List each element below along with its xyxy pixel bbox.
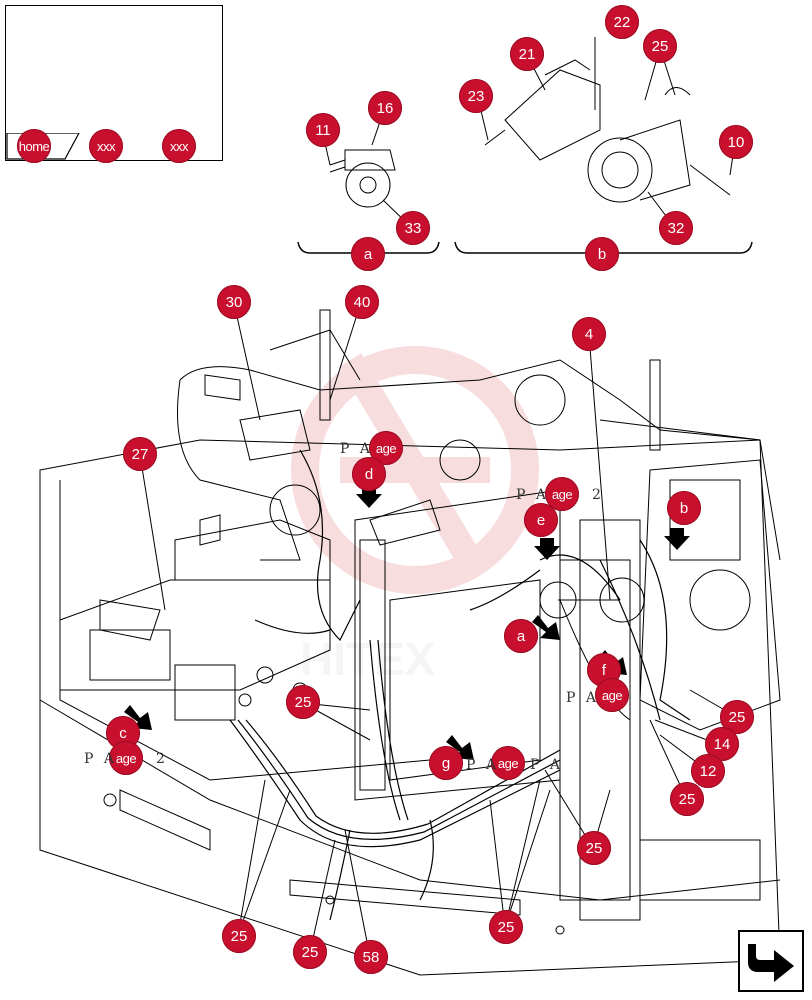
part-callout-22[interactable]: 22 xyxy=(605,5,639,39)
part-callout-25-top[interactable]: 25 xyxy=(643,29,677,63)
arrow-a-icon xyxy=(532,615,560,640)
receiver-drier xyxy=(204,374,311,461)
xxx-button-2[interactable]: xxx xyxy=(162,129,196,163)
view-label-b[interactable]: b xyxy=(667,491,701,525)
part-callout-58[interactable]: 58 xyxy=(354,940,388,974)
part-callout-14[interactable]: 14 xyxy=(705,727,739,761)
compressor-detail xyxy=(484,50,731,203)
xxx-button-1[interactable]: xxx xyxy=(89,129,123,163)
part-callout-30[interactable]: 30 xyxy=(217,285,251,319)
condenser-radiator xyxy=(354,489,641,921)
part-callout-23[interactable]: 23 xyxy=(459,79,493,113)
upper-frame xyxy=(177,309,781,561)
watermark-text: HITEX xyxy=(300,633,436,685)
idler-pulley-detail xyxy=(329,149,396,208)
refrigerant-hoses xyxy=(229,449,691,921)
page-link-c[interactable]: age xyxy=(109,741,143,775)
hvac-unit xyxy=(59,514,331,721)
arrow-g-icon xyxy=(446,735,474,760)
home-button[interactable]: home xyxy=(17,129,51,163)
page-ref-c: P A xyxy=(84,751,117,767)
part-callout-25-bottom-3[interactable]: 25 xyxy=(489,910,523,944)
part-callout-33[interactable]: 33 xyxy=(396,211,430,245)
part-callout-10[interactable]: 10 xyxy=(719,125,753,159)
page-ref-e-number: 2 xyxy=(592,487,604,503)
page-link-e[interactable]: age xyxy=(545,477,579,511)
page-ref-g-2: P A xyxy=(530,757,563,773)
page-link-f[interactable]: age xyxy=(595,678,629,712)
part-callout-11[interactable]: 11 xyxy=(306,113,340,147)
view-label-e[interactable]: e xyxy=(524,503,558,537)
view-label-d[interactable]: d xyxy=(352,457,386,491)
page-ref-d: P A xyxy=(340,441,373,457)
part-callout-27[interactable]: 27 xyxy=(123,437,157,471)
arrow-e-icon xyxy=(534,538,560,560)
arrow-d-icon xyxy=(356,486,382,508)
part-callout-32[interactable]: 32 xyxy=(659,211,693,245)
detail-label-a[interactable]: a xyxy=(351,237,385,271)
watermark-logo: HITEX xyxy=(291,346,539,685)
part-callout-16[interactable]: 16 xyxy=(368,91,402,125)
part-callout-25-mid-left[interactable]: 25 xyxy=(286,685,320,719)
page-ref-g: P A xyxy=(466,757,499,773)
arrow-c-icon xyxy=(124,705,152,730)
page-ref-e: P A xyxy=(516,487,549,503)
part-callout-25-bottom-1[interactable]: 25 xyxy=(222,919,256,953)
arrow-b-icon xyxy=(664,528,690,550)
part-callout-4[interactable]: 4 xyxy=(572,317,606,351)
part-callout-40[interactable]: 40 xyxy=(345,285,379,319)
part-callout-12[interactable]: 12 xyxy=(691,754,725,788)
part-callout-21[interactable]: 21 xyxy=(510,37,544,71)
page-link-g[interactable]: age xyxy=(491,746,525,780)
page-ref-f: P A xyxy=(566,690,599,706)
detail-label-b[interactable]: b xyxy=(585,237,619,271)
next-arrow-icon xyxy=(748,944,794,982)
part-callout-25-right-3[interactable]: 25 xyxy=(577,831,611,865)
part-callout-25-right-2[interactable]: 25 xyxy=(670,782,704,816)
view-label-g[interactable]: g xyxy=(429,746,463,780)
page-link-d[interactable]: age xyxy=(369,431,403,465)
next-page-button[interactable] xyxy=(738,930,804,992)
view-arrows xyxy=(124,486,690,760)
page-ref-c-number: 2 xyxy=(156,751,168,767)
view-label-a[interactable]: a xyxy=(504,619,538,653)
part-callout-25-bottom-2[interactable]: 25 xyxy=(293,935,327,969)
